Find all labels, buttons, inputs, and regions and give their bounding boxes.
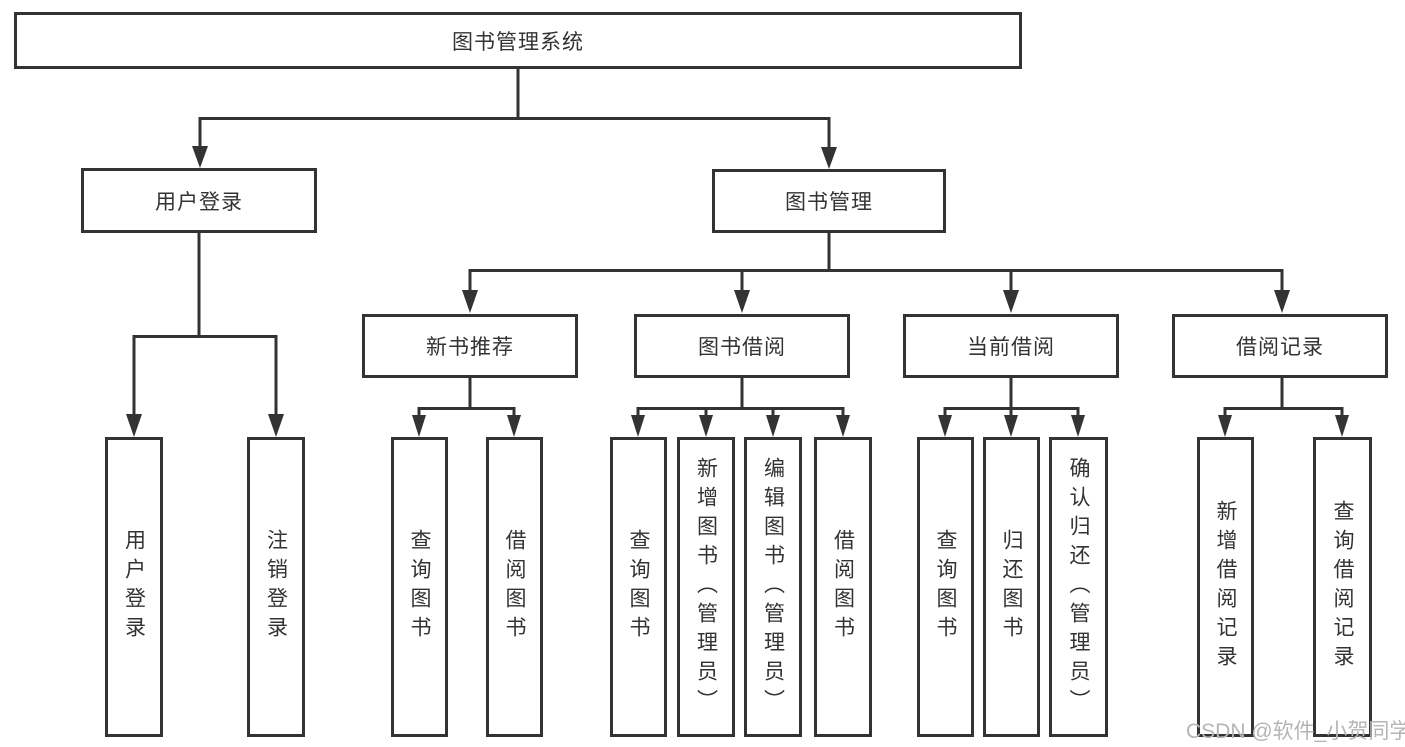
csdn-watermark: CSDN @软件_小贺同学: [1186, 720, 1405, 743]
arrowhead-icon: [192, 146, 208, 168]
node-label: 新书推荐: [426, 336, 514, 359]
node-label: 图书管理: [785, 191, 873, 214]
arrowhead-icon: [1335, 415, 1349, 437]
leaf-label: 注销登录: [264, 529, 288, 645]
leaf-logout: 注销登录: [247, 437, 305, 737]
node-root-system: 图书管理系统: [14, 12, 1022, 69]
node-user-login: 用户登录: [81, 168, 317, 233]
node-label: 当前借阅: [967, 336, 1055, 359]
leaf-borrow-books-recommend: 借阅图书: [486, 437, 543, 737]
arrowhead-icon: [1274, 290, 1290, 313]
arrowhead-icon: [631, 415, 645, 437]
leaf-query-books-current: 查询图书: [917, 437, 974, 737]
leaf-label: 新增借阅记录: [1214, 500, 1237, 674]
leaf-add-borrow-record: 新增借阅记录: [1197, 437, 1254, 737]
node-label: 图书借阅: [698, 336, 786, 359]
arrowhead-icon: [412, 415, 426, 437]
leaf-label: 查询图书: [934, 529, 957, 645]
leaf-query-books-recommend: 查询图书: [391, 437, 448, 737]
leaf-label: 借阅图书: [503, 529, 526, 645]
node-label: 借阅记录: [1236, 336, 1324, 359]
arrowhead-icon: [766, 415, 780, 437]
arrowhead-icon: [268, 414, 284, 437]
leaf-label: 查询图书: [408, 529, 431, 645]
leaf-label: 借阅图书: [831, 529, 855, 645]
leaf-label: 新增图书（管理员）: [694, 456, 718, 718]
node-label: 图书管理系统: [452, 30, 584, 54]
arrowhead-icon: [1003, 290, 1019, 313]
arrowhead-icon: [699, 415, 713, 437]
leaf-edit-books-admin: 编辑图书（管理员）: [744, 437, 802, 737]
leaf-query-borrow-record: 查询借阅记录: [1313, 437, 1372, 737]
leaf-add-books-admin: 新增图书（管理员）: [677, 437, 735, 737]
leaf-label: 用户登录: [122, 529, 146, 645]
leaf-label: 查询借阅记录: [1331, 500, 1354, 674]
arrowhead-icon: [836, 415, 850, 437]
arrowhead-icon: [1218, 415, 1232, 437]
node-new-book-recommend: 新书推荐: [362, 314, 578, 378]
leaf-confirm-return-admin: 确认归还（管理员）: [1049, 437, 1108, 737]
leaf-label: 编辑图书（管理员）: [761, 456, 785, 718]
arrowhead-icon: [1071, 415, 1085, 437]
arrowhead-icon: [1004, 415, 1018, 437]
node-current-borrowing: 当前借阅: [903, 314, 1119, 378]
arrowhead-icon: [734, 290, 750, 313]
node-book-borrowing: 图书借阅: [634, 314, 850, 378]
node-borrow-records: 借阅记录: [1172, 314, 1388, 378]
node-label: 用户登录: [155, 190, 243, 214]
arrowhead-icon: [462, 290, 478, 313]
leaf-label: 查询图书: [627, 529, 650, 645]
leaf-borrow-books-borrowing: 借阅图书: [814, 437, 872, 737]
leaf-label: 归还图书: [1000, 529, 1023, 645]
leaf-query-books-borrowing: 查询图书: [610, 437, 667, 737]
arrowhead-icon: [821, 147, 837, 169]
arrowhead-icon: [507, 415, 521, 437]
arrowhead-icon: [938, 415, 952, 437]
leaf-return-books: 归还图书: [983, 437, 1040, 737]
arrowhead-icon: [126, 414, 142, 437]
leaf-label: 确认归还（管理员）: [1067, 456, 1090, 718]
node-book-management: 图书管理: [712, 169, 946, 233]
leaf-user-login: 用户登录: [105, 437, 163, 737]
